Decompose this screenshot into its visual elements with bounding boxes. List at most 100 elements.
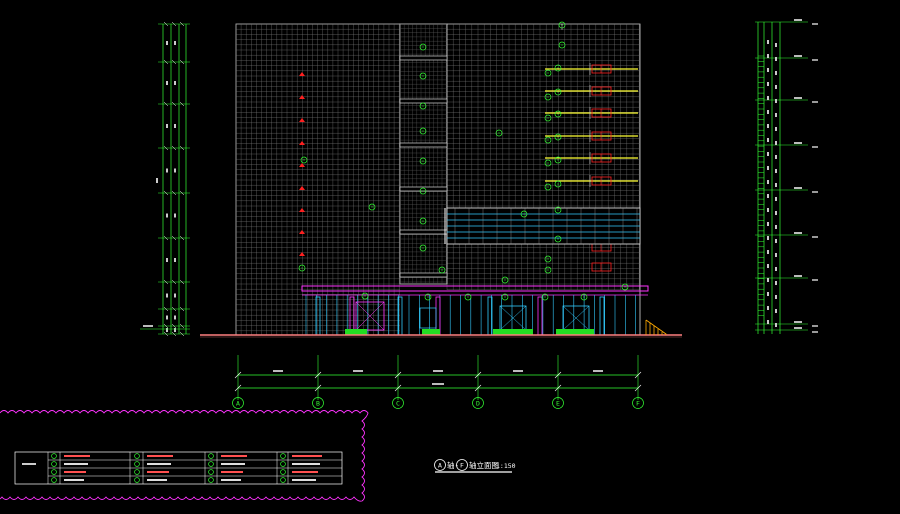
- right-dim-figure: [767, 278, 769, 282]
- right-level-label: [794, 187, 802, 189]
- material-callout-bubble: [424, 293, 432, 301]
- axis-dim-slash: [314, 371, 322, 379]
- right-level-label: [794, 232, 802, 234]
- axis-label: D: [476, 400, 480, 408]
- right-dim-figure: [775, 197, 777, 201]
- right-dim-figure: [767, 96, 769, 100]
- axis-dim-slash: [634, 371, 642, 379]
- right-dim-figure: [775, 309, 777, 313]
- legend-callout-bubble: [208, 477, 214, 483]
- axis-dim-slash: [554, 371, 562, 379]
- right-dim-figure: [775, 295, 777, 299]
- material-callout-bubble: [300, 156, 308, 164]
- legend-callout-bubble: [280, 461, 286, 467]
- left-dim-slash: [163, 279, 169, 285]
- legend-callout-bubble: [280, 477, 286, 483]
- podium-canopy: [301, 285, 649, 292]
- left-dim-figure: [174, 41, 176, 45]
- glass-band: [444, 207, 641, 245]
- red-window-unit: [591, 262, 612, 272]
- shopfront-window: [419, 307, 437, 329]
- core-floor-band: [399, 272, 448, 278]
- legend-callout-bubble: [208, 453, 214, 459]
- right-dim-figure: [775, 113, 777, 117]
- right-level-label: [794, 275, 802, 277]
- title-start-axis: A: [438, 462, 442, 470]
- revision-cloud-outline: [0, 410, 369, 502]
- left-dim-figure: [174, 168, 176, 173]
- left-dim-slash: [171, 145, 177, 151]
- right-dim-figure: [767, 54, 769, 58]
- right-dim-figure: [767, 250, 769, 254]
- right-level-label: [812, 101, 818, 103]
- left-dim-slash: [163, 331, 169, 337]
- left-dim-slash: [179, 331, 185, 337]
- legend-cell: [221, 471, 243, 473]
- material-callout-markers: [298, 21, 629, 301]
- left-dim-figure: [174, 213, 176, 218]
- left-dim-slash: [171, 235, 177, 241]
- legend-cell: [221, 479, 241, 481]
- title-end-axis: F: [460, 462, 464, 470]
- title-scale: 1:150: [496, 462, 516, 470]
- left-dim-slash: [171, 279, 177, 285]
- material-callout-bubble: [554, 110, 562, 118]
- right-dim-figure: [775, 57, 777, 61]
- red-level-marker: [299, 141, 305, 145]
- title-end-axis-bubble: [456, 459, 468, 471]
- right-dim-figure: [767, 82, 769, 86]
- stair-outline: [645, 319, 667, 335]
- material-callout-bubble: [554, 180, 562, 188]
- axis-bubble: [632, 397, 644, 409]
- right-dim-figure: [775, 183, 777, 187]
- material-callout-bubble: [419, 187, 427, 195]
- right-dim-figure: [775, 267, 777, 271]
- left-dim-slash: [163, 306, 169, 312]
- axis-dim-slash: [634, 384, 642, 392]
- legend-cell: [64, 455, 90, 457]
- axis-dim-slash: [234, 384, 242, 392]
- legend-cell: [64, 479, 84, 481]
- axis-dim-figure: [513, 370, 523, 372]
- left-dim-slash: [179, 190, 185, 196]
- right-dim-figure: [775, 71, 777, 75]
- left-dim-figure: [166, 41, 168, 45]
- right-level-label: [794, 19, 802, 21]
- legend-cell: [221, 455, 247, 457]
- legend-cell: [64, 471, 86, 473]
- curtain-wall-grid: [235, 23, 641, 336]
- material-callout-bubble: [419, 72, 427, 80]
- legend-callout-bubble: [51, 477, 57, 483]
- axis-label: F: [636, 400, 640, 408]
- right-dim-figure: [767, 306, 769, 310]
- material-callout-bubble: [544, 266, 552, 274]
- material-callout-bubble: [368, 203, 376, 211]
- right-dim-figure: [775, 281, 777, 285]
- material-callout-bubble: [558, 41, 566, 49]
- material-callout-bubble: [419, 127, 427, 135]
- right-dim-figure: [775, 211, 777, 215]
- left-dim-slash: [171, 323, 177, 329]
- right-dim-figure: [775, 127, 777, 131]
- right-level-label: [812, 325, 818, 327]
- core-floor-band: [399, 142, 448, 148]
- shopfront-door-swing: [562, 305, 590, 331]
- left-dim-figure: [156, 178, 158, 183]
- red-level-marker: [299, 252, 305, 256]
- right-level-label: [794, 97, 802, 99]
- material-callout-bubble: [554, 88, 562, 96]
- left-dimension-chain: [140, 21, 190, 337]
- material-callout-bubble: [501, 293, 509, 301]
- legend-cell: [147, 455, 173, 457]
- right-level-label: [812, 331, 818, 333]
- left-dim-figure: [166, 81, 168, 85]
- axis-dim-slash: [474, 384, 482, 392]
- core-floor-band: [399, 186, 448, 192]
- right-dim-figure: [767, 180, 769, 184]
- left-dim-slash: [179, 59, 185, 65]
- left-dim-slash: [179, 279, 185, 285]
- right-dim-figure: [775, 85, 777, 89]
- left-dim-slash: [171, 331, 177, 337]
- legend-callout-bubble: [134, 461, 140, 467]
